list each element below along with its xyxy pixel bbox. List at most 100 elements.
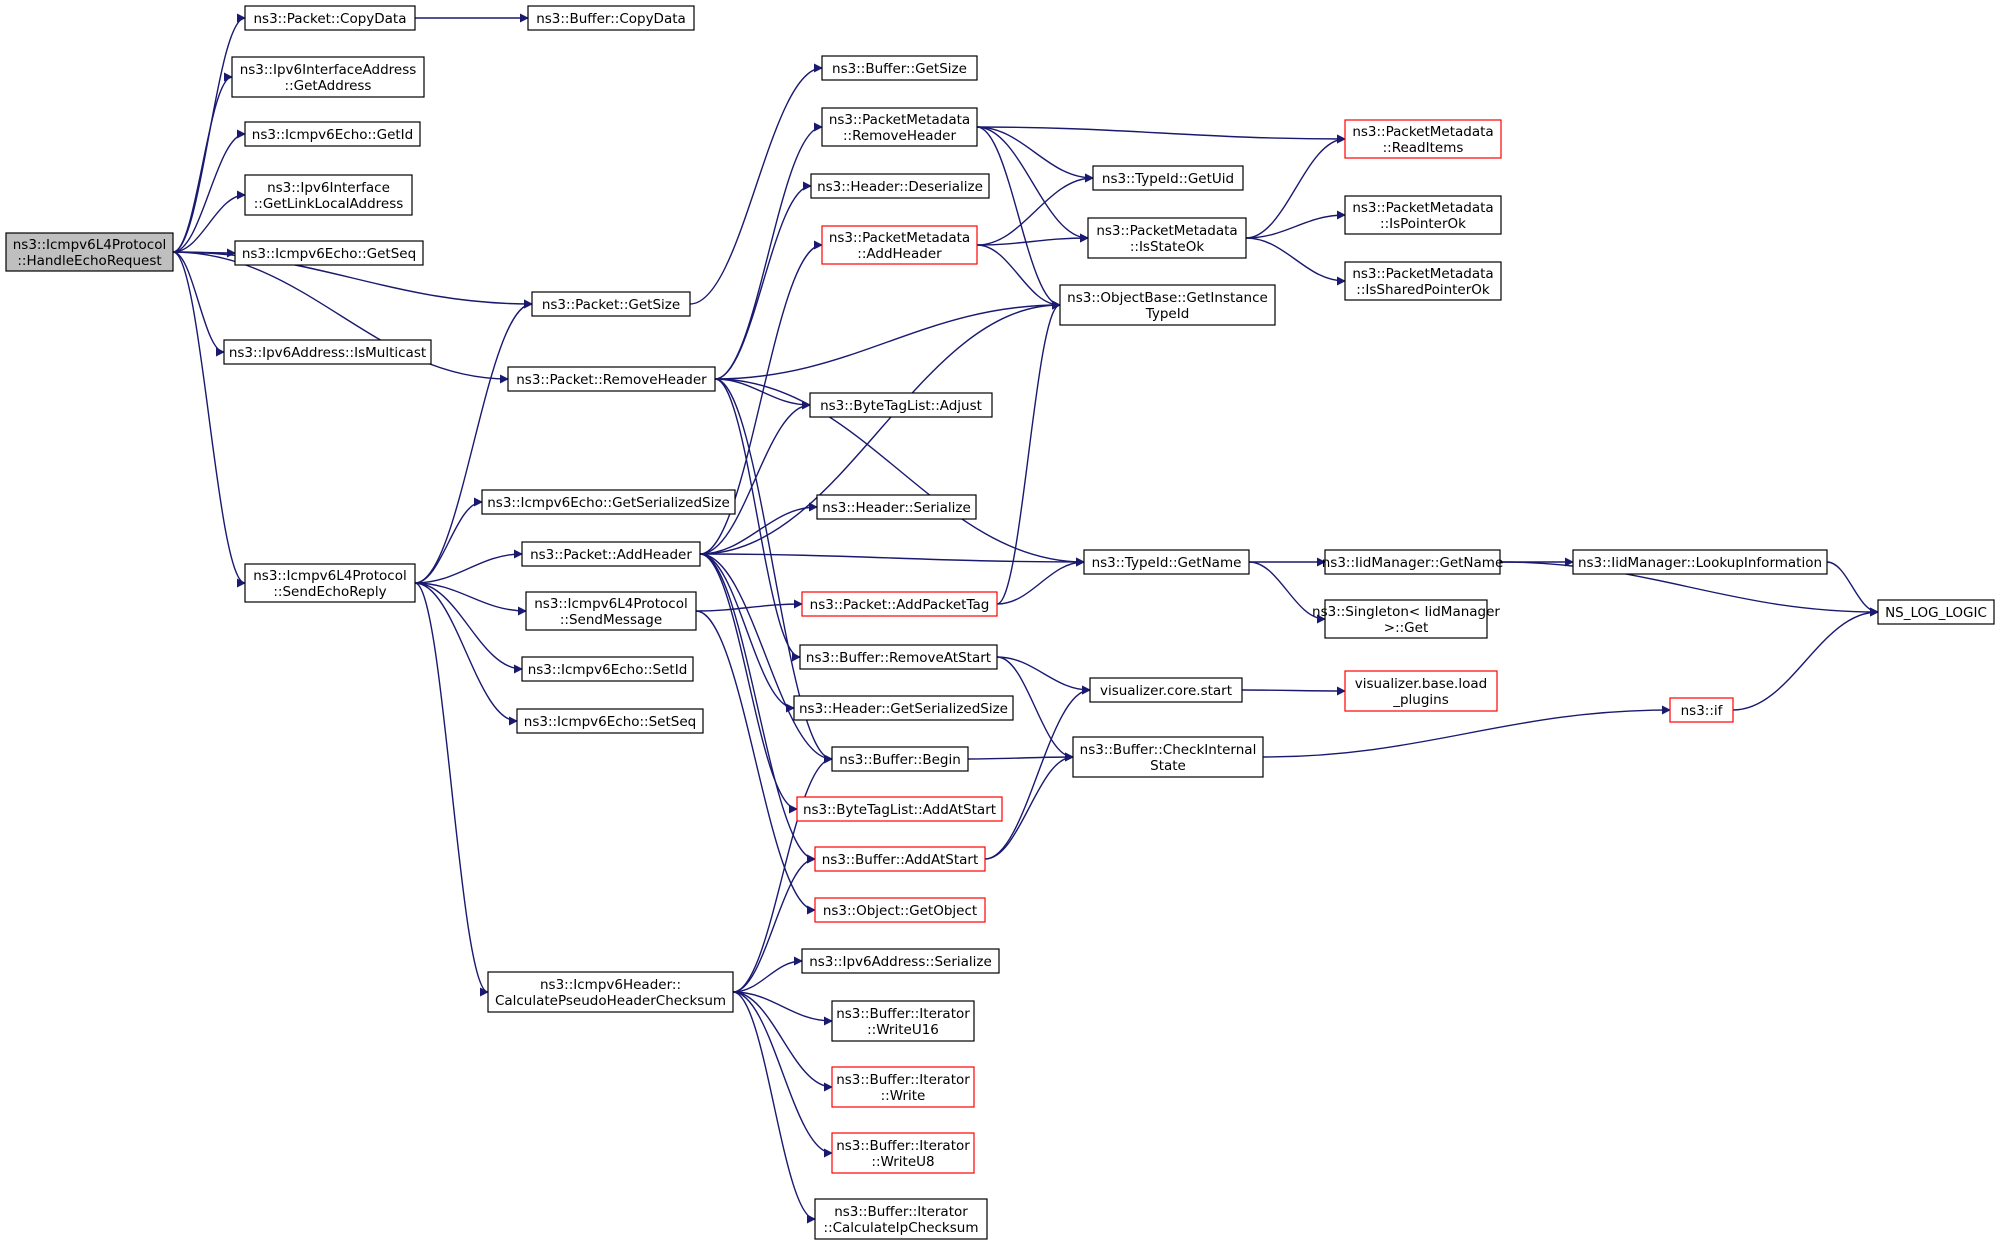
edge-buffer-remove-at-start-to-buffer-check-internal-state [996,656,1074,762]
node-packet-add-packet-tag[interactable]: ns3::Packet::AddPacketTag [801,591,998,617]
edge-handle-echo-request-to-ipv6-interface-get-link-local-address [172,190,246,253]
node-buffer-copy-data[interactable]: ns3::Buffer::CopyData [527,5,695,31]
node-send-message[interactable]: ns3::Icmpv6L4Protocol::SendMessage [525,591,697,631]
call-edges [172,13,1879,1224]
node-box [810,173,990,199]
node-icmpv6-echo-set-seq[interactable]: ns3::Icmpv6Echo::SetSeq [516,708,704,734]
node-ns3-if[interactable]: ns3::if [1669,697,1734,723]
node-packet-add-header[interactable]: ns3::Packet::AddHeader [521,541,701,567]
node-label: ns3::Icmpv6Echo::SetId [528,662,688,678]
node-label: ns3::ByteTagList::AddAtStart [803,802,996,818]
edge-handle-echo-request-to-packet-remove-header [172,251,509,384]
node-header-get-serialized-size[interactable]: ns3::Header::GetSerializedSize [793,695,1014,721]
node-box [801,591,998,617]
edge-packet-metadata-is-state-ok-to-packet-metadata-is-pointer-ok [1245,210,1346,239]
edge-buffer-add-at-start-to-buffer-check-internal-state [984,752,1074,860]
node-icmpv6-echo-set-id[interactable]: ns3::Icmpv6Echo::SetId [521,656,694,682]
node-ipv6-interface-get-link-local-address[interactable]: ns3::Ipv6Interface::GetLinkLocalAddress [244,174,413,216]
node-visualizer-base-load-plugins[interactable]: visualizer.base.load_plugins [1344,670,1498,712]
node-handle-echo-request[interactable]: ns3::Icmpv6L4Protocol::HandleEchoRequest [5,232,174,272]
node-buffer-add-at-start[interactable]: ns3::Buffer::AddAtStart [814,846,986,872]
node-box [1344,261,1502,301]
node-packet-metadata-is-state-ok[interactable]: ns3::PacketMetadata::IsStateOk [1087,217,1247,259]
node-label: ns3::PacketMetadata [829,230,970,246]
node-iterator-write[interactable]: ns3::Buffer::Iterator::Write [831,1066,975,1108]
node-header-serialize[interactable]: ns3::Header::Serialize [816,494,977,520]
edge-packet-add-header-to-buffer-add-at-start [699,553,816,864]
node-packet-remove-header[interactable]: ns3::Packet::RemoveHeader [507,366,716,392]
node-box [1324,549,1501,575]
node-icmpv6-echo-get-id[interactable]: ns3::Icmpv6Echo::GetId [244,121,421,147]
node-buffer-get-size[interactable]: ns3::Buffer::GetSize [821,55,978,81]
node-send-echo-reply[interactable]: ns3::Icmpv6L4Protocol::SendEchoReply [244,563,416,603]
edge-packet-add-packet-tag-to-object-base-get-instance-typeid [996,300,1061,605]
node-iterator-write-u8[interactable]: ns3::Buffer::Iterator::WriteU8 [831,1132,975,1174]
node-icmpv6-echo-get-seq[interactable]: ns3::Icmpv6Echo::GetSeq [234,240,424,266]
node-label: ns3::Buffer::CopyData [536,11,686,27]
node-iterator-calculate-ip-checksum[interactable]: ns3::Buffer::Iterator::CalculateIpChecks… [814,1198,988,1240]
node-label: ns3::Packet::AddPacketTag [810,597,990,613]
node-box [831,1132,975,1174]
node-box [1344,670,1498,712]
node-label: ::WriteU16 [867,1022,939,1038]
edge-calc-pseudo-header-checksum-to-ipv6-address-serialize [732,956,803,993]
node-label: ns3::Header::Deserialize [817,179,983,195]
node-box [831,1000,975,1042]
node-icmpv6-echo-get-serialized-size[interactable]: ns3::Icmpv6Echo::GetSerializedSize [481,489,736,515]
node-iterator-write-u16[interactable]: ns3::Buffer::Iterator::WriteU16 [831,1000,975,1042]
node-box [814,1198,988,1240]
node-label: ns3::Icmpv6Echo::GetId [252,127,413,143]
node-box [1059,284,1276,326]
node-label: ns3::Singleton< IidManager [1312,604,1500,620]
node-packet-metadata-add-header[interactable]: ns3::PacketMetadata::AddHeader [821,225,978,265]
node-box [831,746,969,772]
node-label: ns3::Icmpv6Echo::SetSeq [524,714,696,730]
node-typeid-get-uid[interactable]: ns3::TypeId::GetUid [1092,165,1244,191]
node-iid-manager-lookup-information[interactable]: ns3::IidManager::LookupInformation [1572,549,1828,575]
node-visualizer-core-start[interactable]: visualizer.core.start [1089,677,1243,703]
edge-send-echo-reply-to-send-message [414,582,527,616]
node-header-deserialize[interactable]: ns3::Header::Deserialize [810,173,990,199]
edge-iid-manager-lookup-information-to-ns-log-logic [1826,561,1879,617]
edge-handle-echo-request-to-packet-get-size [172,251,533,309]
node-byte-tag-list-add-at-start[interactable]: ns3::ByteTagList::AddAtStart [796,796,1003,822]
node-byte-tag-list-adjust[interactable]: ns3::ByteTagList::Adjust [809,392,993,418]
node-label: ns3::PacketMetadata [829,112,970,128]
node-calc-pseudo-header-checksum[interactable]: ns3::Icmpv6Header::CalculatePseudoHeader… [487,971,734,1013]
node-packet-get-size[interactable]: ns3::Packet::GetSize [531,291,691,317]
node-packet-metadata-is-shared-pointer-ok[interactable]: ns3::PacketMetadata::IsSharedPointerOk [1344,261,1502,301]
node-ipv6-address-serialize[interactable]: ns3::Ipv6Address::Serialize [801,948,1000,974]
edge-packet-add-header-to-byte-tag-list-adjust [699,400,811,555]
node-packet-copy-data[interactable]: ns3::Packet::CopyData [244,5,416,31]
node-packet-metadata-is-pointer-ok[interactable]: ns3::PacketMetadata::IsPointerOk [1344,195,1502,235]
node-label: ::SendMessage [560,612,662,628]
node-object-get-object[interactable]: ns3::Object::GetObject [814,897,986,923]
node-ns-log-logic[interactable]: NS_LOG_LOGIC [1877,599,1995,625]
node-label: ns3::Buffer::Iterator [836,1138,970,1154]
node-box [1877,599,1995,625]
node-label: ::AddHeader [857,246,942,262]
node-ipv6-address-is-multicast[interactable]: ns3::Ipv6Address::IsMulticast [223,339,432,365]
node-label: ns3::PacketMetadata [1352,124,1493,140]
node-label: ::GetLinkLocalAddress [254,196,404,212]
node-label: ::RemoveHeader [843,128,956,144]
edge-typeid-get-name-to-singleton-iid-manager-get [1248,561,1326,624]
node-packet-metadata-remove-header[interactable]: ns3::PacketMetadata::RemoveHeader [821,107,978,147]
node-label: ns3::TypeId::GetUid [1102,171,1234,187]
node-label: ns3::Icmpv6Echo::GetSeq [242,246,416,262]
node-label: ns3::Icmpv6L4Protocol [253,568,407,584]
node-box [234,240,424,266]
node-packet-metadata-read-items[interactable]: ns3::PacketMetadata::ReadItems [1344,119,1502,159]
node-buffer-remove-at-start[interactable]: ns3::Buffer::RemoveAtStart [799,644,998,670]
edge-packet-metadata-is-state-ok-to-packet-metadata-is-shared-pointer-ok [1245,237,1346,286]
node-ipv6-interface-address-get-address[interactable]: ns3::Ipv6InterfaceAddress::GetAddress [231,56,425,98]
node-label: ns3::Icmpv6L4Protocol [13,237,167,253]
node-buffer-begin[interactable]: ns3::Buffer::Begin [831,746,969,772]
node-label: ns3::Object::GetObject [823,903,977,919]
node-singleton-iid-manager-get[interactable]: ns3::Singleton< IidManager>::Get [1312,599,1500,639]
node-typeid-get-name[interactable]: ns3::TypeId::GetName [1083,549,1250,575]
node-iid-manager-get-name[interactable]: ns3::IidManager::GetName [1322,549,1504,575]
